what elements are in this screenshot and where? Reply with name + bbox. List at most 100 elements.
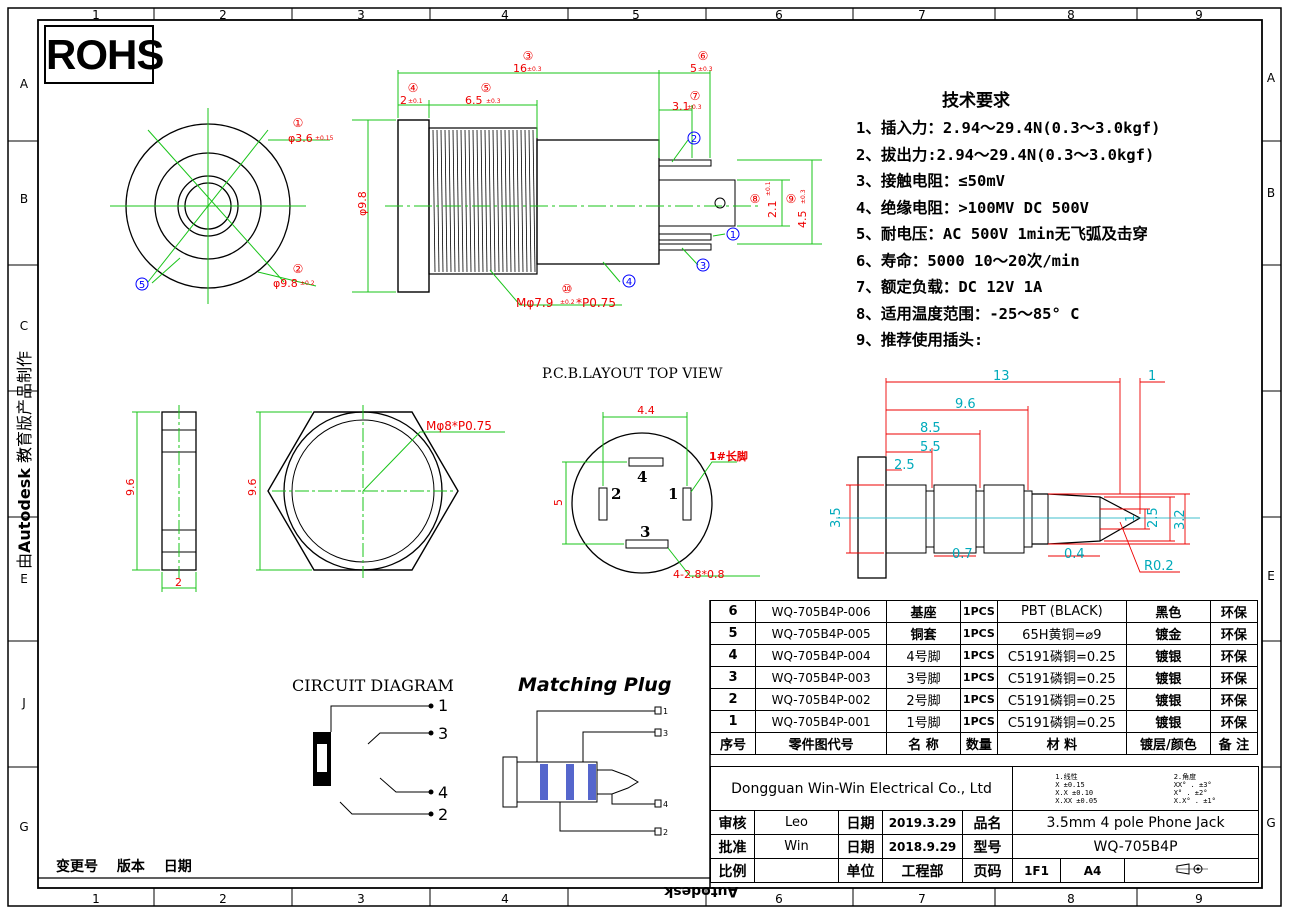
thread-line xyxy=(460,129,464,273)
bom-finish: 镀银 xyxy=(1125,644,1211,667)
bom-header: 零件图代号 xyxy=(755,732,888,755)
tech-req-item: 8、适用温度范围：-25～85° C xyxy=(856,304,1080,323)
review-date: 2019.3.29 xyxy=(882,810,963,835)
plug-dim: 1 xyxy=(1123,514,1137,522)
scale-value xyxy=(754,858,839,883)
bom-note: 环保 xyxy=(1209,600,1259,623)
pcb-pin: 1 xyxy=(668,485,678,503)
matching-plug: Matching Plug 1 3 4 2 xyxy=(502,674,671,837)
row-label: G xyxy=(1266,816,1275,830)
plug-dim: 13 xyxy=(993,369,1010,384)
marker-8: ⑧ xyxy=(750,192,761,206)
pin-label: 5 xyxy=(139,280,145,291)
dim-d8-tol: ±0.1 xyxy=(765,181,772,196)
thread-line xyxy=(488,129,492,273)
col-label: 1 xyxy=(92,892,100,906)
pcb-pin: 4 xyxy=(637,468,647,486)
grid-labels: 1 2 3 4 5 6 7 8 9 1 2 3 4 6 7 8 9 A B C … xyxy=(19,8,1276,906)
row-label: J xyxy=(21,696,26,710)
dim-hex-thread: Mφ8*P0.75 xyxy=(426,419,492,433)
review-label: 审核 xyxy=(710,810,755,835)
dim-d8: 2.1 xyxy=(766,201,779,219)
thread-line xyxy=(456,129,460,273)
bom-note: 环保 xyxy=(1209,710,1259,733)
tech-req-item: 6、寿命：5000 10～20次/min xyxy=(856,251,1080,270)
pcb-title: P.C.B.LAYOUT TOP VIEW xyxy=(542,366,723,382)
bom-header: 镀层/颜色 xyxy=(1125,732,1211,755)
tech-req-item: 7、额定负载：DC 12V 1A xyxy=(856,278,1043,296)
reviewer: Leo xyxy=(754,810,839,835)
row-label: E xyxy=(20,572,28,586)
plug-dim: 8.5 xyxy=(920,421,941,436)
dim-thread-pitch: *P0.75 xyxy=(576,296,616,310)
side-view: ③ 16 ±0.3 ⑥ 5 ±0.3 ④ 2 ±0.1 ⑤ 6.5 ±0.3 ⑦… xyxy=(352,49,822,310)
col-label: 8 xyxy=(1067,892,1075,906)
col-label: 6 xyxy=(775,892,783,906)
table-row: 1 WQ-705B4P-001 1号脚 1PCS C5191磷铜=0.25 镀银… xyxy=(709,710,1259,733)
unit-value: 工程部 xyxy=(882,858,963,883)
product-label: 品名 xyxy=(961,810,1014,835)
projection-symbol-icon xyxy=(1124,858,1260,883)
dim-d3: 16 xyxy=(513,62,527,75)
revision-header: 变更号 版本 日期 xyxy=(56,859,192,875)
col-label: 8 xyxy=(1067,8,1075,22)
circuit-node: 3 xyxy=(438,724,448,743)
thread-line xyxy=(468,129,472,273)
thread-line xyxy=(464,129,468,273)
thread-line xyxy=(512,129,516,273)
grid-ticks xyxy=(8,8,1281,906)
table-row: 5 WQ-705B4P-005 铜套 1PCS 65H黄铜=⌀9 镀金 环保 xyxy=(709,622,1259,645)
model-label: 型号 xyxy=(961,834,1014,859)
marker-5: ⑤ xyxy=(481,81,492,95)
dim-pcb-w: 4.4 xyxy=(637,404,655,417)
bom-part: WQ-705B4P-004 xyxy=(755,644,888,667)
marker-7: ⑦ xyxy=(690,89,701,103)
outer-frame xyxy=(7,7,1282,907)
col-label: 7 xyxy=(918,8,926,22)
bom-name: 铜套 xyxy=(886,622,961,645)
table-row: 6 WQ-705B4P-006 基座 1PCS PBT (BLACK) 黑色 环… xyxy=(709,600,1259,623)
dim-d7-tol: ±0.3 xyxy=(687,104,702,111)
col-label: 1 xyxy=(92,8,100,22)
dim-d3-tol: ±0.3 xyxy=(527,66,542,73)
bom-name: 基座 xyxy=(886,600,961,623)
tech-req-item: 1、插入力：2.94～29.4N(0.3～3.0kgf) xyxy=(856,119,1161,137)
tech-req-item: 9、推荐使用插头: xyxy=(856,331,984,349)
bom-qty: 1PCS xyxy=(959,688,998,711)
bom-qty: 1PCS xyxy=(959,600,998,623)
title-block: Dongguan Win-Win Electrical Co., Ltd 1.线… xyxy=(709,766,1260,883)
row-label: D xyxy=(19,447,28,461)
circuit-title: CIRCUIT DIAGRAM xyxy=(292,676,454,695)
thread-line xyxy=(452,129,456,273)
circuit-node: 1 xyxy=(438,696,448,715)
plug-dim: 3.2 xyxy=(1173,509,1188,530)
tol-linear: X ±0.15 xyxy=(1055,780,1085,789)
dim-d9-tol: ±0.3 xyxy=(800,189,807,204)
product-name: 3.5mm 4 pole Phone Jack xyxy=(1012,810,1260,835)
bottom-watermark: Autodesk xyxy=(664,883,739,899)
watermark-prefix: 由 xyxy=(15,552,34,569)
bom-material: 65H黄铜=⌀9 xyxy=(996,622,1127,645)
unit-label: 单位 xyxy=(838,858,883,883)
plug-node: 4 xyxy=(663,800,668,809)
dim-d2: φ9.8 xyxy=(273,277,298,290)
table-header-row: 序号 零件图代号 名 称 数量 材 料 镀层/颜色 备 注 xyxy=(709,732,1259,755)
row-label: G xyxy=(19,820,28,834)
thread-line xyxy=(484,129,488,273)
bom-part: WQ-705B4P-002 xyxy=(755,688,888,711)
col-label: 9 xyxy=(1195,892,1203,906)
date-label: 日期 xyxy=(838,810,883,835)
circuit-node: 2 xyxy=(438,805,448,824)
dim-pcb-h: 5 xyxy=(552,499,565,506)
bom-finish: 镀银 xyxy=(1125,710,1211,733)
watermark-note: 由Autodesk 教育版产品制作 xyxy=(11,351,35,569)
marker-9: ⑨ xyxy=(786,192,797,206)
dim-d4: 2 xyxy=(400,94,407,107)
table-row: 2 WQ-705B4P-002 2号脚 1PCS C5191磷铜=0.25 镀银… xyxy=(709,688,1259,711)
pcb-pin: 3 xyxy=(640,523,650,541)
watermark-brand: Autodesk xyxy=(15,468,34,553)
tol-angle: X.X° . ±1° xyxy=(1173,796,1216,805)
bom-qty: 1PCS xyxy=(959,666,998,689)
bom-header: 名 称 xyxy=(886,732,961,755)
technical-requirements: 技术要求 1、插入力：2.94～29.4N(0.3～3.0kgf) 2、拔出力:… xyxy=(856,86,1276,354)
